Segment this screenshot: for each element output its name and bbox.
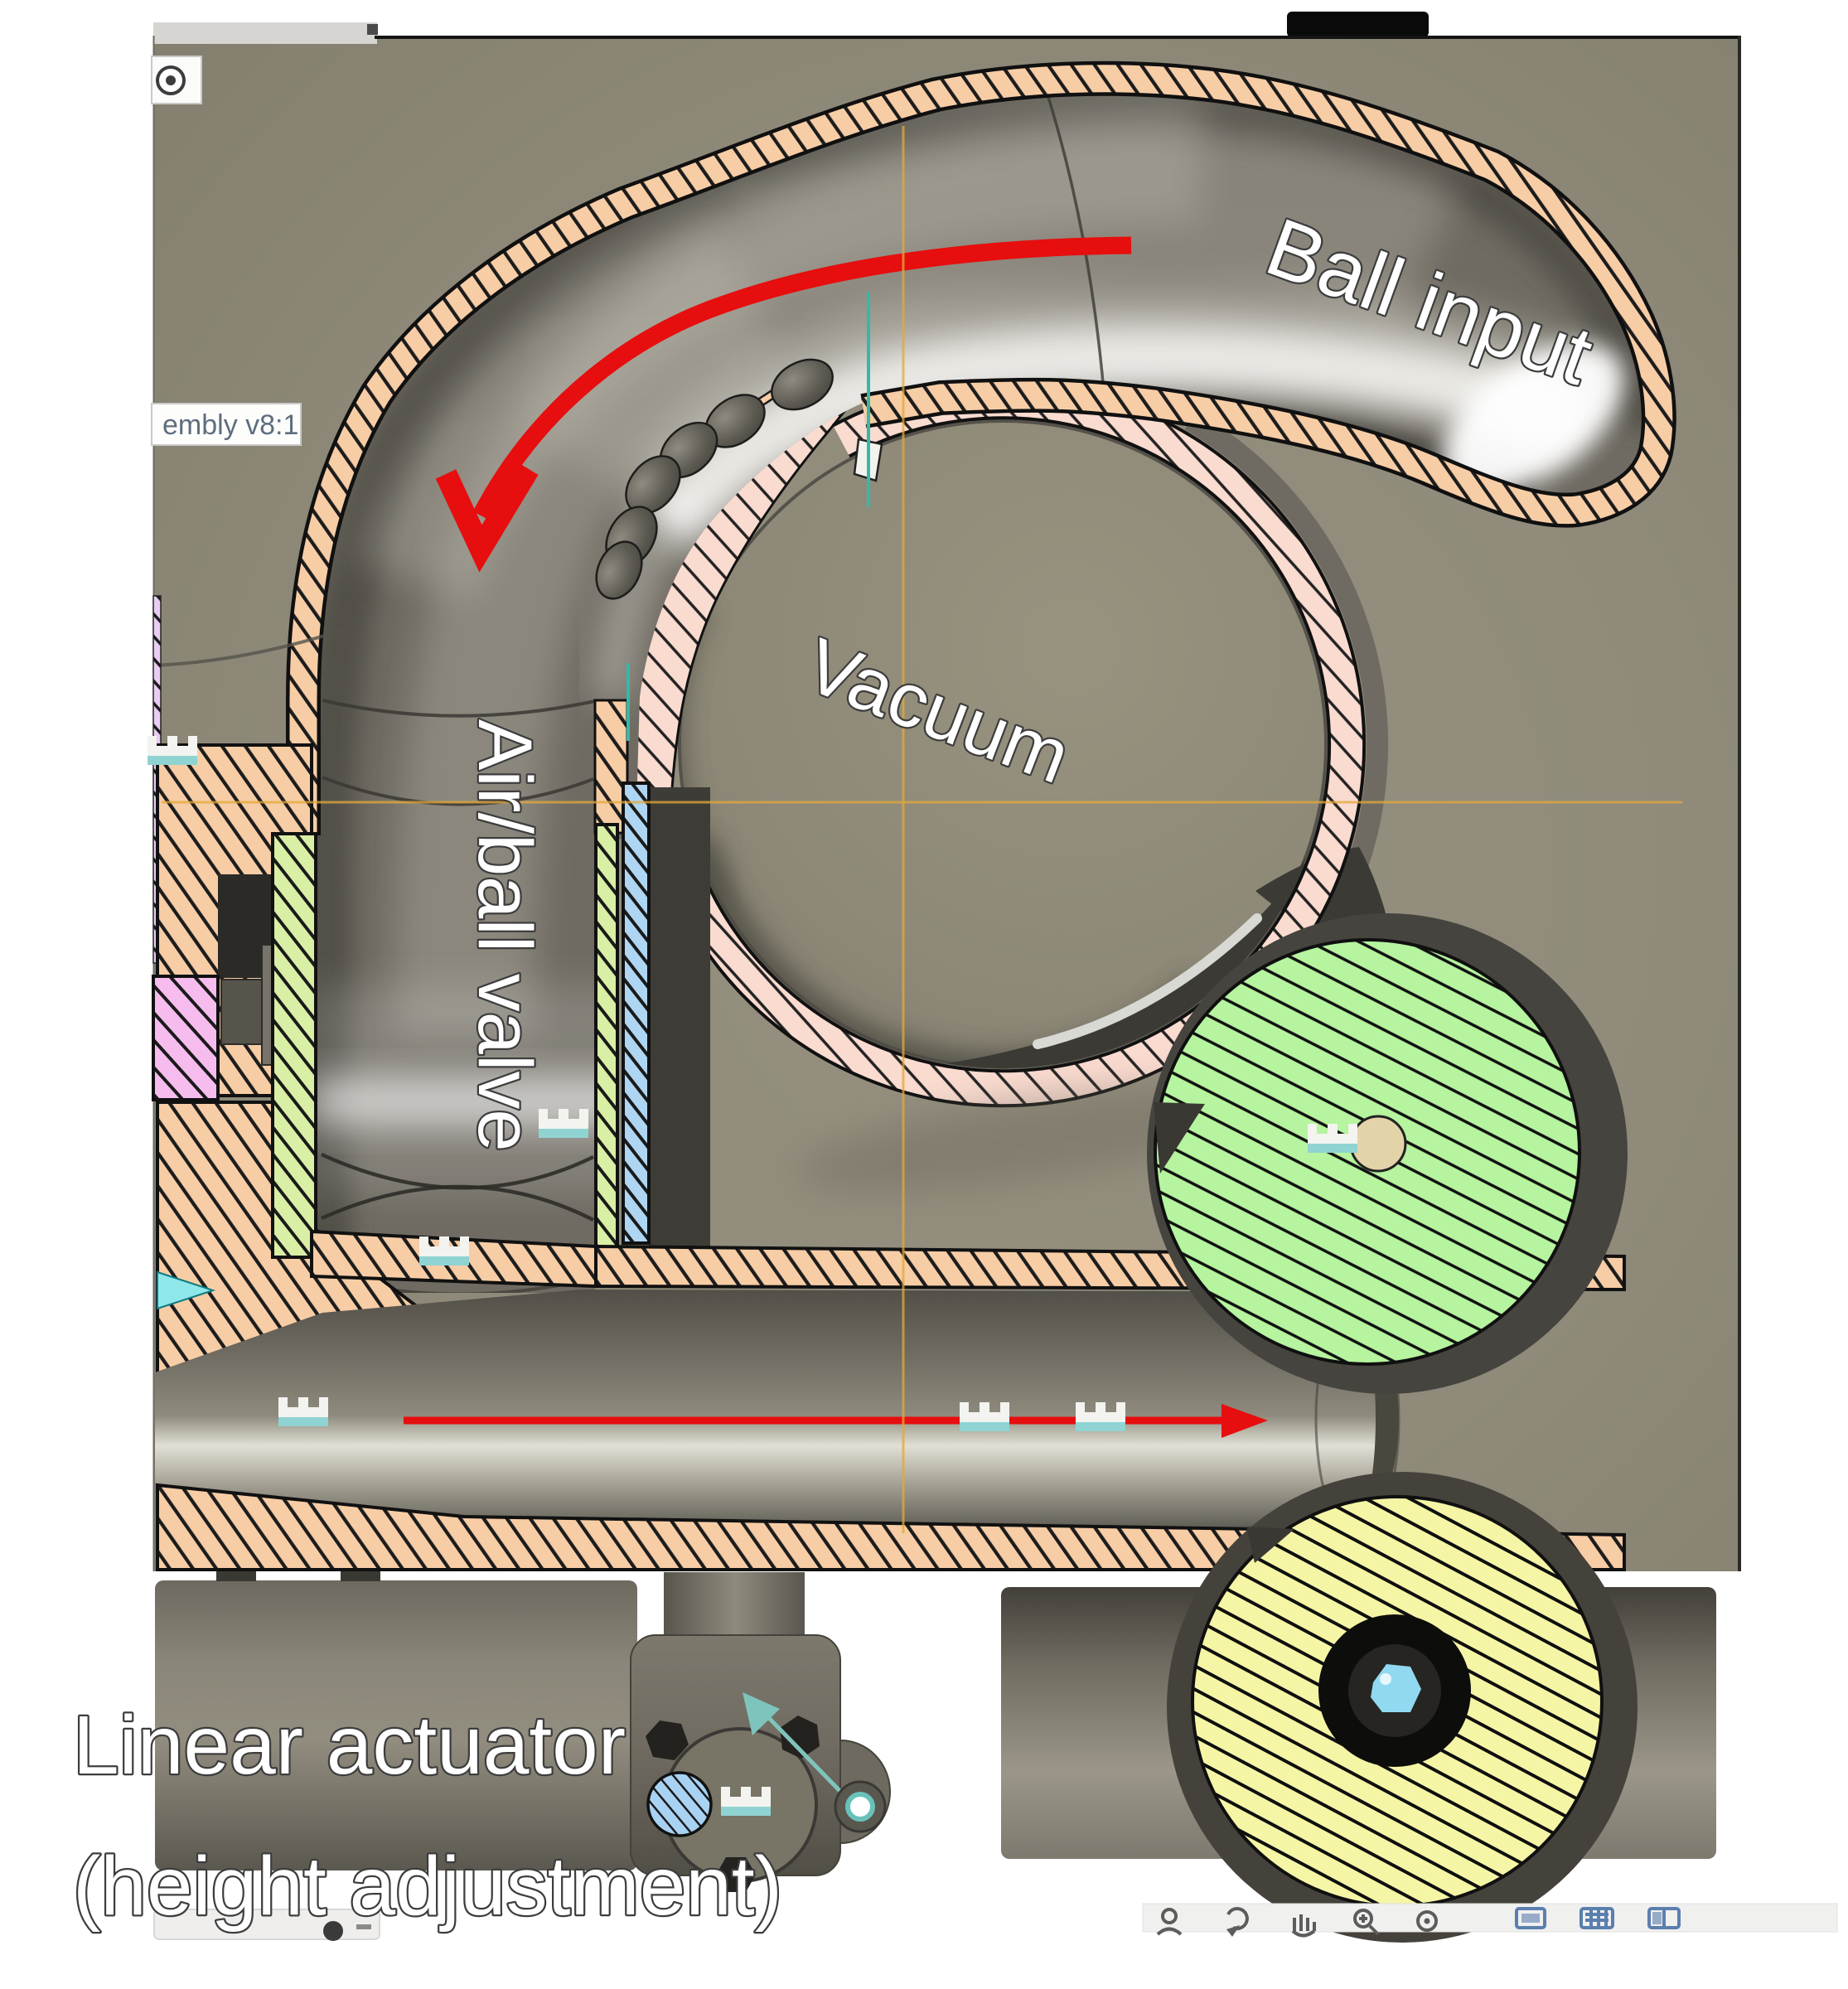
svg-text:Air/ball valve: Air/ball valve: [462, 719, 547, 1152]
svg-text:embly v8:1: embly v8:1: [162, 409, 298, 441]
svg-text:(height adjustment): (height adjustment): [73, 1840, 782, 1933]
svg-text:Linear actuator: Linear actuator: [73, 1699, 626, 1792]
